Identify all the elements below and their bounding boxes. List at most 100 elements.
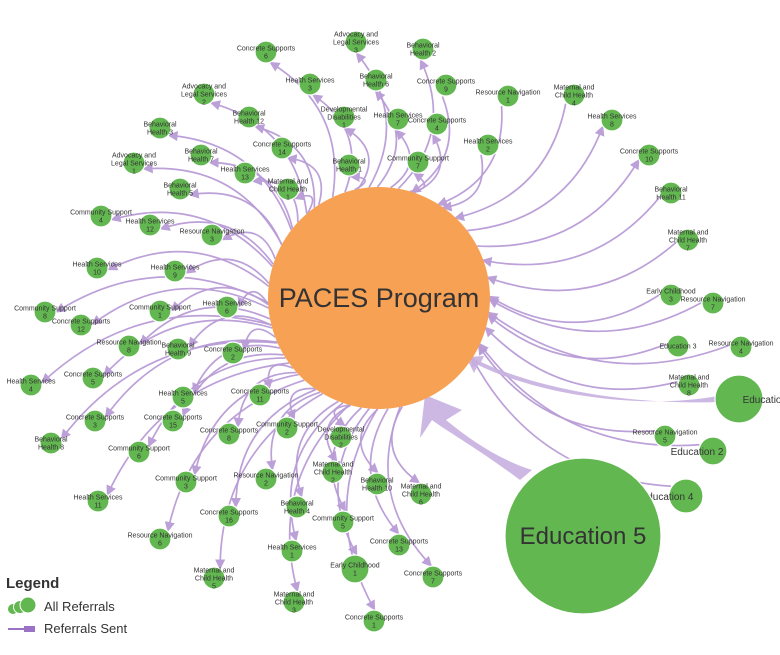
- node-education-1[interactable]: Education 1: [714, 374, 780, 424]
- edge-behavioral-health-8: [60, 340, 278, 440]
- edge-behavioral-health-11: [481, 196, 661, 268]
- node-circle: [19, 373, 43, 397]
- node-circle: [168, 177, 192, 201]
- paces-program-hub[interactable]: PACES Program: [268, 187, 490, 409]
- edge-resource-navigation-4: [487, 311, 730, 365]
- referral-nodes-icon: [8, 597, 36, 614]
- node-label: Education 1: [743, 395, 780, 406]
- referral-arrow-icon: [8, 625, 35, 632]
- node-education-4[interactable]: Education 4: [641, 478, 704, 514]
- node-education-3[interactable]: Education 3: [660, 334, 697, 358]
- node-circle: [174, 470, 198, 494]
- edge-community-support-7: [409, 172, 426, 193]
- node-education-2[interactable]: Education 2: [671, 436, 728, 466]
- node-education-5[interactable]: Education 5: [504, 457, 662, 615]
- referral-edges: [41, 52, 730, 611]
- node-label: Education 4: [641, 492, 694, 503]
- edge-concrete-supports-5: [103, 319, 273, 377]
